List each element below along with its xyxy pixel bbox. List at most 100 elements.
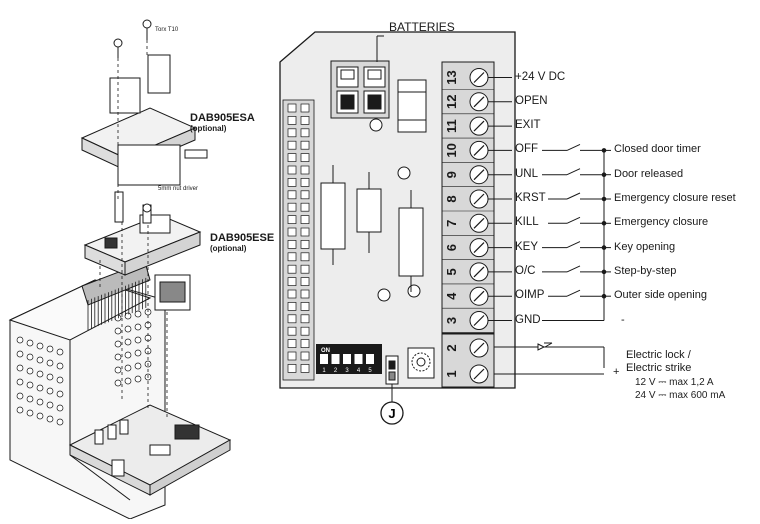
terminal-screw-slot: [473, 72, 485, 83]
strip-pin: [287, 252, 297, 262]
strip-pin: [287, 215, 297, 224]
vent-hole: [46, 359, 54, 367]
capacitor-component: [397, 79, 427, 133]
dip-switch-key[interactable]: [354, 354, 363, 364]
strip-pin: [287, 351, 297, 361]
strip-pin: [300, 165, 310, 175]
vent-hole: [26, 367, 34, 375]
function-label: Door released: [614, 167, 684, 180]
strip-pin: [287, 103, 297, 113]
vent-hole: [16, 336, 24, 344]
lock-terminal-screw-slot: [473, 342, 485, 354]
strip-pin: [300, 140, 310, 150]
lock-terminal-block: 21: [441, 333, 495, 388]
terminal-screw-slot: [473, 169, 485, 181]
strip-pin: [300, 202, 310, 212]
vent-hole: [134, 323, 142, 331]
dab905ese-board-drawing: [83, 214, 202, 311]
terminal-number: 3: [444, 317, 459, 324]
vent-hole: [56, 418, 64, 426]
vent-hole: [36, 412, 44, 420]
vent-hole: [114, 379, 122, 387]
vent-hole: [36, 342, 44, 350]
vent-hole: [56, 376, 64, 384]
vent-hole: [124, 364, 132, 372]
vent-hole: [26, 339, 34, 347]
terminal-screw-slot: [473, 193, 485, 205]
lock-spec-24v: 24 V ⎓ max 600 mA: [635, 390, 726, 401]
jumper-connector[interactable]: [385, 355, 399, 385]
terminal-label-krst: KRST: [515, 192, 546, 204]
switch-contact: [566, 192, 581, 200]
strip-pin: [287, 153, 297, 162]
module-esa-note: (optional): [190, 124, 227, 133]
ventilation-holes: [16, 308, 152, 426]
vent-hole: [16, 364, 24, 372]
vent-hole: [134, 375, 142, 383]
terminal-label-open: OPEN: [515, 94, 548, 107]
vent-hole: [16, 406, 24, 414]
dip-switch-key[interactable]: [343, 354, 351, 364]
torx-label: Torx T10: [155, 27, 179, 33]
terminal-label-off: OFF: [515, 143, 538, 156]
vent-hole: [114, 314, 122, 322]
resistor-components: [320, 165, 424, 292]
module-ese-note: (optional): [210, 244, 247, 253]
terminal-label-gnd: GND: [515, 313, 541, 326]
vent-hole: [124, 377, 132, 385]
strip-pin: [300, 326, 310, 336]
terminal-screw-slot: [473, 242, 485, 254]
switch-contact: [566, 241, 581, 249]
strip-pin: [300, 277, 310, 286]
vent-hole: [26, 353, 34, 361]
terminal-number: 4: [444, 292, 459, 300]
trimmer-potentiometer[interactable]: [407, 347, 435, 379]
module-ese-title: DAB905ESE: [210, 232, 275, 244]
vent-hole: [36, 384, 44, 392]
strip-pin: [287, 302, 297, 311]
terminal-screw-slot: [473, 315, 485, 326]
switch-contact: [566, 289, 581, 297]
function-label: Step-by-step: [614, 264, 677, 277]
strip-pin: [287, 140, 297, 150]
terminal-screw-slot: [473, 144, 485, 156]
strip-pin: [287, 227, 297, 237]
function-label: Closed door timer: [614, 143, 701, 156]
strip-pin: [287, 190, 297, 200]
strip-pin: [287, 277, 297, 286]
terminal-screw-slot: [473, 96, 485, 108]
vent-hole: [36, 398, 44, 406]
strip-pin: [300, 103, 310, 113]
terminal-number: 5: [444, 268, 459, 275]
dip-switch-key[interactable]: [320, 354, 328, 364]
strip-pin: [287, 240, 297, 249]
vent-hole: [114, 340, 122, 348]
terminal-label--24-v-dc: +24 V DC: [515, 70, 566, 83]
terminal-screw-slot: [473, 290, 485, 302]
dip-number: 5: [368, 368, 372, 374]
terminal-number: 6: [444, 244, 459, 251]
dip-switch-key[interactable]: [366, 354, 374, 364]
vent-hole: [134, 310, 142, 318]
strip-pin: [287, 326, 297, 336]
vent-hole: [134, 349, 142, 357]
vent-hole: [124, 351, 132, 359]
strip-pin: [287, 165, 297, 175]
function-label: Key opening: [614, 240, 676, 253]
dip-switch-key[interactable]: [331, 354, 340, 364]
vent-hole: [46, 387, 54, 395]
vent-hole: [26, 409, 34, 417]
terminal-label-o-c: O/C: [515, 264, 536, 277]
jumper-callout: [380, 401, 404, 425]
terminal-number: 13: [444, 70, 459, 84]
vent-hole: [46, 373, 54, 381]
lock-terminal-number: 1: [444, 370, 459, 377]
vent-hole: [56, 404, 64, 412]
lock-plus-label: +: [613, 366, 620, 378]
terminal-label-unl: UNL: [515, 167, 539, 180]
